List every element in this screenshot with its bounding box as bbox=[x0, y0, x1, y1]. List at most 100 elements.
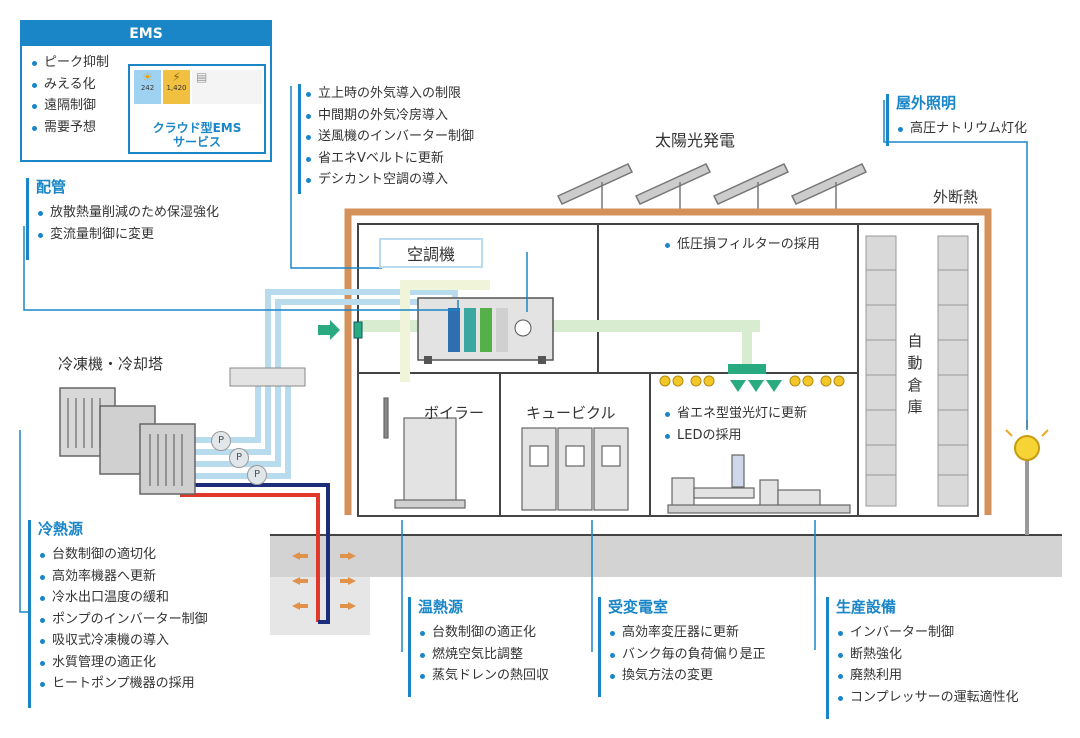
cold-heat-item: 吸収式冷凍機の導入 bbox=[38, 630, 208, 652]
ems-tile-power: ⚡ 1,420 bbox=[163, 70, 190, 104]
cold-heat-item: 高効率機器へ更新 bbox=[38, 566, 208, 588]
boiler-equipment bbox=[383, 397, 466, 509]
boiler-label: ボイラー bbox=[424, 404, 485, 422]
production-item: コンプレッサーの運転適性化 bbox=[836, 687, 1019, 709]
outdoor-lighting-panel: 屋外照明 高圧ナトリウム灯化 bbox=[896, 94, 1027, 140]
aircon-item: 立上時の外気導入の制限 bbox=[304, 83, 474, 105]
external-insulation bbox=[344, 208, 992, 515]
piping-list: 放散熱量削減のため保湿強化 変流量制御に変更 bbox=[36, 202, 219, 245]
outdoor-lighting-item: 高圧ナトリウム灯化 bbox=[896, 118, 1027, 140]
cold-heat-item: ポンプのインバーター制御 bbox=[38, 609, 208, 631]
hot-heat-bar bbox=[408, 597, 411, 697]
hot-heat-list: 台数制御の適正化 燃焼空気比調整 蒸気ドレンの熱回収 bbox=[418, 622, 549, 687]
outdoor-lighting-title: 屋外照明 bbox=[896, 94, 957, 112]
insulation-label: 外断熱 bbox=[933, 188, 979, 206]
sun-icon: ☀ bbox=[142, 70, 153, 84]
piping-panel: 配管 放散熱量削減のため保湿強化 変流量制御に変更 bbox=[36, 178, 219, 245]
piping-bar bbox=[26, 178, 29, 260]
hot-heat-title: 温熱源 bbox=[418, 598, 464, 616]
substation-panel: 受変電室 高効率変圧器に更新 バンク毎の負荷偏り是正 換気方法の変更 bbox=[608, 598, 766, 687]
aircon-unit-label: 空調機 bbox=[379, 238, 483, 268]
cold-heat-item: 台数制御の適切化 bbox=[38, 544, 208, 566]
pump-icon: P bbox=[229, 448, 249, 468]
cold-heat-item: 水質管理の適正化 bbox=[38, 652, 208, 674]
piping-item: 放散熱量削減のため保湿強化 bbox=[36, 202, 219, 224]
production-list: インバーター制御 断熱強化 廃熱利用 コンプレッサーの運転適性化 bbox=[836, 622, 1019, 708]
cubicle-label: キュービクル bbox=[526, 404, 616, 422]
hot-heat-panel: 温熱源 台数制御の適正化 燃焼空気比調整 蒸気ドレンの熱回収 bbox=[418, 598, 549, 687]
ground bbox=[270, 535, 1062, 577]
aircon-item: 中間期の外気冷房導入 bbox=[304, 105, 474, 127]
production-panel: 生産設備 インバーター制御 断熱強化 廃熱利用 コンプレッサーの運転適性化 bbox=[836, 598, 1019, 708]
substation-bar bbox=[598, 597, 601, 697]
aircon-item: 送風機のインバーター制御 bbox=[304, 126, 474, 148]
outdoor-lighting-bar bbox=[886, 94, 889, 146]
hot-pipe bbox=[180, 493, 320, 622]
production-bar bbox=[826, 597, 829, 719]
filter-note: 低圧損フィルターの採用 bbox=[663, 234, 820, 256]
aircon-measures-list: 立上時の外気導入の制限 中間期の外気冷房導入 送風機のインバーター制御 省エネV… bbox=[304, 83, 474, 191]
leader-lines bbox=[19, 86, 1028, 652]
lighting-item: 省エネ型蛍光灯に更新 bbox=[663, 403, 807, 425]
lighting-notes: 省エネ型蛍光灯に更新 LEDの採用 bbox=[663, 403, 807, 446]
lighting-item: LEDの採用 bbox=[663, 425, 807, 447]
ems-item: ピーク抑制 bbox=[30, 52, 109, 74]
substation-item: 換気方法の変更 bbox=[608, 665, 766, 687]
piping-item: 変流量制御に変更 bbox=[36, 224, 219, 246]
cold-heat-bar bbox=[28, 520, 31, 708]
substation-title: 受変電室 bbox=[608, 598, 669, 616]
diffuser-arrows bbox=[730, 380, 782, 392]
chiller-units bbox=[59, 387, 196, 495]
header-pipe bbox=[229, 367, 306, 387]
intake-damper bbox=[353, 321, 363, 339]
building-frame bbox=[357, 223, 979, 517]
production-item: 断熱強化 bbox=[836, 644, 1019, 666]
ems-item: 遠隔制御 bbox=[30, 95, 109, 117]
aircon-item: デシカント空調の導入 bbox=[304, 169, 474, 191]
production-machinery bbox=[667, 454, 851, 514]
warehouse-racks bbox=[865, 235, 969, 507]
cold-heat-item: ヒートポンプ機器の採用 bbox=[38, 673, 208, 695]
air-handling-unit bbox=[417, 297, 554, 364]
outdoor-lighting-list: 高圧ナトリウム灯化 bbox=[896, 118, 1027, 140]
production-title: 生産設備 bbox=[836, 598, 897, 616]
filter-item: 低圧損フィルターの採用 bbox=[663, 234, 820, 256]
substation-item: バンク毎の負荷偏り是正 bbox=[608, 644, 766, 666]
ems-item: みえる化 bbox=[30, 74, 109, 96]
ems-value: 1,420 bbox=[166, 84, 187, 92]
ems-title: EMS bbox=[22, 22, 270, 46]
solar-panels bbox=[556, 163, 868, 212]
chart-icon: ▤ bbox=[196, 70, 208, 84]
chiller-label: 冷凍機・冷却塔 bbox=[58, 355, 164, 373]
cold-heat-item: 冷水出口温度の緩和 bbox=[38, 587, 208, 609]
aircon-bar bbox=[298, 84, 301, 194]
warehouse-label: 自動倉庫 bbox=[907, 332, 923, 416]
pump-icon: P bbox=[247, 465, 267, 485]
cubicle-equipment bbox=[521, 427, 629, 511]
cold-heat-panel: 冷熱源 台数制御の適切化 高効率機器へ更新 冷水出口温度の緩和 ポンプのインバー… bbox=[38, 520, 208, 695]
cloud-ems-label: クラウド型EMS サービス bbox=[152, 121, 242, 149]
ems-tile-usage: ☀ 242 bbox=[134, 70, 161, 104]
solar-label: 太陽光発電 bbox=[655, 131, 736, 150]
substation-list: 高効率変圧器に更新 バンク毎の負荷偏り是正 換気方法の変更 bbox=[608, 622, 766, 687]
ems-item: 需要予想 bbox=[30, 117, 109, 139]
substation-item: 高効率変圧器に更新 bbox=[608, 622, 766, 644]
geothermal-arrows bbox=[292, 552, 356, 610]
ceiling-lights bbox=[659, 375, 845, 387]
pump-icon: P bbox=[211, 431, 231, 451]
cold-pipe bbox=[180, 483, 330, 624]
cloud-ems-card: ☀ 242 ⚡ 1,420 ▤ クラウド型EMS サービス bbox=[128, 64, 266, 154]
production-item: インバーター制御 bbox=[836, 622, 1019, 644]
piping-title: 配管 bbox=[36, 178, 67, 196]
street-light bbox=[1005, 420, 1049, 535]
person-icon: ⚡ bbox=[172, 70, 181, 84]
ems-value: 242 bbox=[140, 84, 155, 92]
cold-heat-title: 冷熱源 bbox=[38, 520, 84, 538]
ems-panel: EMS ピーク抑制 みえる化 遠隔制御 需要予想 ☀ 242 ⚡ 1,420 ▤… bbox=[20, 20, 272, 162]
cold-heat-list: 台数制御の適切化 高効率機器へ更新 冷水出口温度の緩和 ポンプのインバーター制御… bbox=[38, 544, 208, 695]
hot-heat-item: 台数制御の適正化 bbox=[418, 622, 549, 644]
hot-heat-item: 蒸気ドレンの熱回収 bbox=[418, 665, 549, 687]
ems-tile-chart: ▤ bbox=[192, 70, 262, 104]
